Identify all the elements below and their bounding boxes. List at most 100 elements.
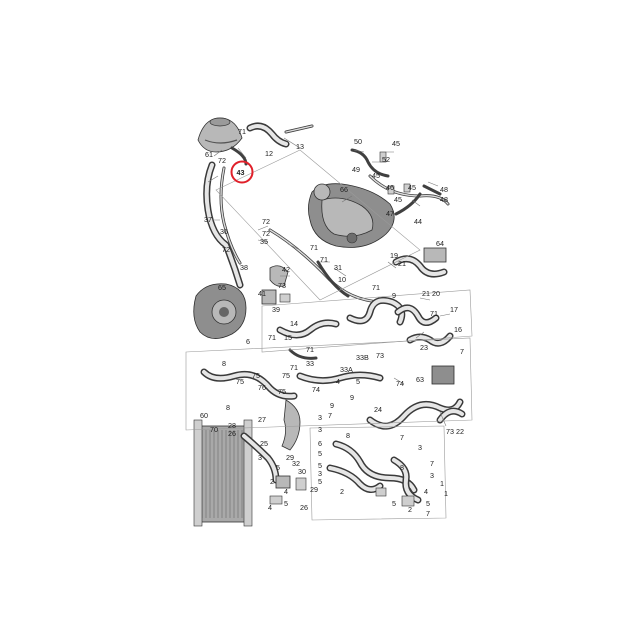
part-label: 6 — [318, 439, 322, 448]
part-label: 50 — [354, 137, 362, 146]
part-label: 9 — [350, 393, 354, 402]
part-label: 31 — [334, 263, 342, 272]
part-label: 3 — [318, 413, 322, 422]
part-label: 8 — [222, 359, 226, 368]
part-label: 1 — [440, 479, 444, 488]
part-label: 22 — [456, 427, 464, 436]
part-label: 2 — [270, 477, 274, 486]
part-label: 19 — [390, 251, 398, 260]
part-label: 72 — [262, 229, 270, 238]
part-label: 25 — [260, 439, 268, 448]
part-label: 21 — [422, 289, 430, 298]
part-label: 6 — [246, 337, 250, 346]
part-label: 52 — [382, 155, 390, 164]
part-label: 3 — [258, 453, 262, 462]
part-label: 10 — [338, 275, 346, 284]
part-label: 49 — [352, 165, 360, 174]
part-label: 32 — [292, 459, 300, 468]
turbo-lines — [350, 148, 450, 216]
right-hoses — [366, 247, 466, 430]
part-label: 29 — [310, 485, 318, 494]
part-label: 73 — [278, 281, 286, 290]
part-label: 74 — [396, 379, 404, 388]
part-label: 45 — [394, 195, 402, 204]
part-label: 5 — [318, 449, 322, 458]
part-label: 2 — [340, 487, 344, 496]
part-label: 71 — [310, 243, 318, 252]
part-label: 76 — [258, 383, 266, 392]
part-label: 42 — [282, 265, 290, 274]
part-label: 26 — [300, 503, 308, 512]
water-pump — [193, 265, 291, 339]
part-label: 8 — [226, 403, 230, 412]
part-labels: 71 12 13 61 72 43 50 45 52 49 45 46 66 4… — [200, 127, 464, 518]
highlight-circle — [230, 160, 254, 184]
part-label: 3 — [418, 443, 422, 452]
part-label: 23 — [420, 343, 428, 352]
part-label: 71 — [290, 363, 298, 372]
part-label: 64 — [436, 239, 444, 248]
part-label: 3 — [318, 425, 322, 434]
part-label: 45 — [372, 171, 380, 180]
part-label: 75 — [282, 371, 290, 380]
highlight-label: 43 — [237, 168, 245, 177]
part-label: 20 — [432, 289, 440, 298]
lower-right-hoses — [326, 440, 422, 507]
part-label: 71 — [268, 333, 276, 342]
part-label: 15 — [284, 333, 292, 342]
part-label: 33 — [306, 359, 314, 368]
part-label: 72 — [262, 217, 270, 226]
part-label: 9 — [330, 401, 334, 410]
expansion-tank — [197, 117, 243, 153]
part-label: 71 — [430, 309, 438, 318]
drawing — [185, 117, 473, 527]
part-label: 39 — [272, 305, 280, 314]
part-label: 73 — [376, 351, 384, 360]
part-label: 75 — [236, 377, 244, 386]
part-label: 35 — [260, 237, 268, 246]
frames — [185, 149, 473, 521]
part-label: 37 — [204, 215, 212, 224]
part-label: 48 — [440, 185, 448, 194]
part-label: 5 — [318, 477, 322, 486]
part-label: 4 — [284, 487, 288, 496]
part-label: 38 — [240, 263, 248, 272]
part-label: 1 — [444, 489, 448, 498]
part-label: 24 — [374, 405, 382, 414]
part-label: 29 — [286, 453, 294, 462]
part-label: 5 — [276, 463, 280, 472]
part-label: 75 — [252, 371, 260, 380]
part-label: 71 — [306, 345, 314, 354]
part-label: 7 — [430, 459, 434, 468]
part-label: 9 — [392, 291, 396, 300]
part-label: 2 — [408, 505, 412, 514]
part-label: 17 — [450, 305, 458, 314]
part-label: 26 — [228, 429, 236, 438]
part-label: 8 — [346, 431, 350, 440]
part-label: 71 — [238, 127, 246, 136]
part-label: 65 — [218, 283, 226, 292]
part-label: 4 — [268, 503, 272, 512]
part-label: 8 — [400, 463, 404, 472]
part-label: 5 — [392, 499, 396, 508]
part-label: 45 — [392, 139, 400, 148]
hose-top-left — [203, 122, 314, 289]
turbo-housing — [308, 183, 395, 248]
part-label: 72 — [222, 245, 230, 254]
part-label: 47 — [386, 209, 394, 218]
part-label: 7 — [400, 433, 404, 442]
part-label: 61 — [205, 150, 213, 159]
part-label: 45 — [408, 183, 416, 192]
part-label: 70 — [210, 425, 218, 434]
part-label: 3 — [318, 469, 322, 478]
part-label: 7 — [426, 509, 430, 518]
part-label: 14 — [290, 319, 298, 328]
part-label: 5 — [356, 377, 360, 386]
part-label: 60 — [200, 411, 208, 420]
part-label: 74 — [312, 385, 320, 394]
part-label: 30 — [298, 467, 306, 476]
leader-lines — [207, 137, 451, 427]
part-label: 44 — [414, 217, 422, 226]
part-label: 16 — [454, 325, 462, 334]
